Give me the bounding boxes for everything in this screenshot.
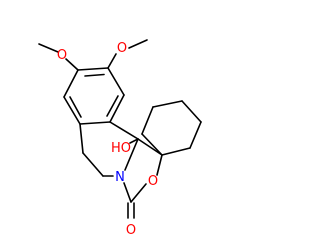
bond-arom-1 bbox=[77, 67, 109, 71]
structure-svg: O O HO N O O bbox=[38, 39, 202, 238]
ring-nitrogen-label: N bbox=[115, 170, 125, 185]
bond-left-methyl bbox=[38, 43, 59, 53]
bond-left-methoxy bbox=[65, 58, 79, 71]
bond-arom-quat bbox=[109, 121, 139, 140]
bond-cyhex-3 bbox=[181, 100, 202, 123]
bond-n-quat bbox=[124, 138, 139, 171]
bond-cyhex-5 bbox=[141, 106, 154, 135]
bond-right-methyl bbox=[128, 39, 148, 49]
bond-oh bbox=[129, 138, 139, 144]
bond-arom-5 bbox=[63, 96, 81, 125]
bond-arom-double-3 bbox=[69, 96, 82, 118]
bond-right-methoxy bbox=[107, 53, 117, 69]
bond-cyhex-1 bbox=[161, 147, 191, 156]
bond-ch2-1 bbox=[79, 123, 84, 154]
bond-ch2-2 bbox=[82, 152, 104, 177]
ring-oxygen-label: O bbox=[148, 174, 158, 189]
methoxy-oxygen-left: O bbox=[57, 48, 67, 63]
carbonyl-oxygen-label: O bbox=[126, 223, 136, 238]
molecule-diagram: O O HO N O O bbox=[38, 39, 202, 238]
methoxy-oxygen-right: O bbox=[117, 41, 127, 56]
bond-spiro-o bbox=[156, 154, 163, 176]
bond-arom-2 bbox=[107, 67, 125, 96]
bond-carbonyl-n bbox=[123, 182, 132, 203]
hydroxyl-label: HO bbox=[111, 141, 131, 156]
bond-cyhex-6 bbox=[141, 133, 163, 156]
bond-arom-double-2 bbox=[106, 95, 119, 117]
bond-arom-double-1 bbox=[84, 73, 105, 77]
bond-cyhex-2 bbox=[189, 121, 202, 149]
bond-quat-spiro bbox=[137, 138, 163, 156]
bond-arom-3 bbox=[109, 94, 125, 123]
bond-arom-6 bbox=[63, 69, 79, 98]
bond-o-carbonyl bbox=[130, 183, 147, 203]
bond-arom-4 bbox=[79, 121, 111, 125]
bond-cyhex-4 bbox=[152, 100, 183, 108]
